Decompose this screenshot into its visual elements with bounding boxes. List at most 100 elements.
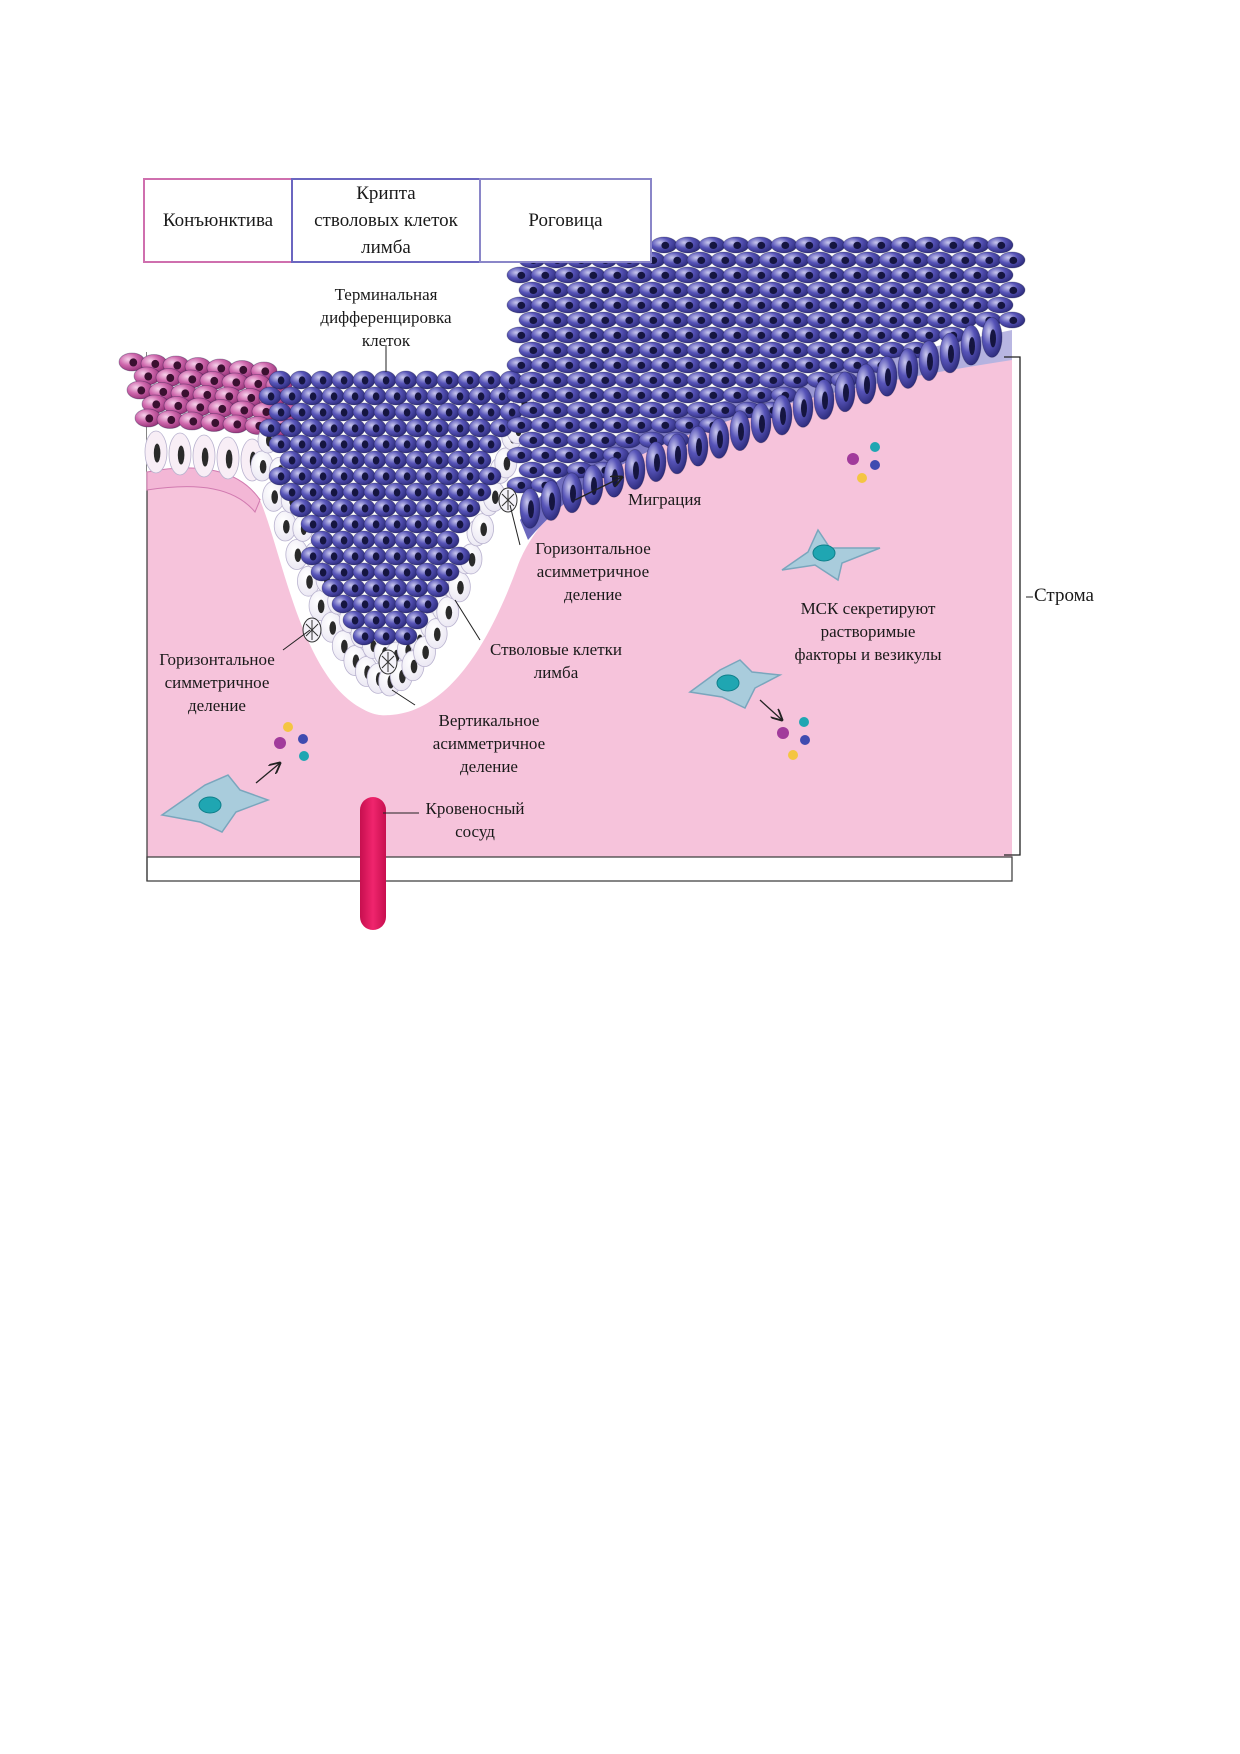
epithelial-cell xyxy=(602,356,630,374)
epithelial-cell xyxy=(878,251,906,269)
epithelial-cell xyxy=(578,326,606,344)
epithelial-cell xyxy=(384,450,408,470)
epithelial-cell xyxy=(962,266,990,284)
epithelial-cell xyxy=(566,281,594,299)
epithelial-cell xyxy=(300,418,324,438)
epithelial-cell xyxy=(394,402,418,422)
epithelial-cell xyxy=(457,402,481,422)
epithelial-cell xyxy=(289,466,313,486)
epithelial-cell xyxy=(806,281,834,299)
epithelial-cell xyxy=(384,578,408,598)
epithelial-cell xyxy=(289,402,313,422)
epithelial-cell xyxy=(300,514,324,534)
epithelial-cell xyxy=(698,386,726,404)
epithelial-cell xyxy=(471,513,494,545)
epithelial-cell xyxy=(285,539,309,570)
epithelial-cell xyxy=(806,311,834,329)
epithelial-cell xyxy=(489,386,513,406)
epithelial-cell xyxy=(554,446,582,464)
epithelial-cell xyxy=(698,356,726,374)
epithelial-cell xyxy=(602,266,630,284)
epithelial-cell xyxy=(363,514,387,534)
epithelial-cell xyxy=(626,296,654,314)
epithelial-cell xyxy=(540,480,562,521)
epithelial-cell xyxy=(310,402,334,422)
epithelial-cell xyxy=(300,482,324,502)
epithelial-cell xyxy=(818,296,846,314)
epithelial-cell xyxy=(818,266,846,284)
epithelial-cell xyxy=(687,425,709,467)
epithelial-cell xyxy=(518,461,546,479)
epithelial-cell xyxy=(650,296,678,314)
msc-cell-icon xyxy=(160,774,271,833)
epithelial-cell xyxy=(436,530,460,550)
epithelial-cell xyxy=(373,626,397,646)
epithelial-cell xyxy=(939,332,961,374)
epithelial-cell xyxy=(890,296,918,314)
epithelial-cell xyxy=(506,446,534,464)
vesicles-icon xyxy=(777,717,810,760)
epithelial-cell xyxy=(782,281,810,299)
epithelial-cell xyxy=(830,341,858,359)
epithelial-cell xyxy=(394,594,418,614)
epithelial-cell xyxy=(771,394,793,436)
epithelial-cell xyxy=(554,326,582,344)
epithelial-cell xyxy=(897,348,919,389)
epithelial-cell xyxy=(734,281,762,299)
epithelial-cell xyxy=(373,498,397,518)
leader-lines xyxy=(282,345,1033,814)
epithelial-cell xyxy=(686,371,714,389)
epithelial-cell xyxy=(650,386,678,404)
epithelial-cell xyxy=(626,356,654,374)
epithelial-cell xyxy=(542,431,570,449)
epithelial-cell xyxy=(506,386,534,404)
blood-vessel xyxy=(360,797,386,930)
epithelial-cell xyxy=(746,266,774,284)
epithelial-cell xyxy=(468,418,492,438)
epithelial-cell xyxy=(626,266,654,284)
epithelial-cell xyxy=(590,431,618,449)
epithelial-cell xyxy=(542,281,570,299)
epithelial-cell xyxy=(578,386,606,404)
epithelial-cell xyxy=(674,266,702,284)
header-conjunctiva: Конъюнктива xyxy=(143,178,293,263)
label-stroma: Строма xyxy=(1034,585,1094,606)
epithelial-cell xyxy=(310,434,334,454)
epithelial-cell xyxy=(830,311,858,329)
epithelial-cell xyxy=(394,370,418,390)
header-crypt: Крипта стволовых клеток лимба xyxy=(291,178,481,263)
epithelial-cell xyxy=(426,450,450,470)
epithelial-cell xyxy=(638,281,666,299)
epithelial-cell xyxy=(373,370,397,390)
epithelial-cell xyxy=(405,418,429,438)
epithelial-cell xyxy=(352,402,376,422)
epithelial-cell xyxy=(998,251,1026,269)
epithelial-cell xyxy=(926,311,954,329)
epithelial-cell xyxy=(729,410,751,452)
epithelial-cell xyxy=(938,236,966,254)
epithelial-cell xyxy=(782,311,810,329)
epithelial-cell xyxy=(566,341,594,359)
epithelial-cell xyxy=(710,281,738,299)
epithelial-cell xyxy=(590,401,618,419)
epithelial-cell xyxy=(722,356,750,374)
epithelial-cell xyxy=(415,594,439,614)
epithelial-cell xyxy=(645,441,667,483)
epithelial-cell xyxy=(855,363,877,405)
epithelial-cell xyxy=(436,596,460,628)
epithelial-cell xyxy=(331,594,355,614)
epithelial-cell xyxy=(331,466,355,486)
epithelial-cell xyxy=(770,356,798,374)
epithelial-cell xyxy=(405,450,429,470)
epithelial-cell xyxy=(854,281,882,299)
epithelial-cell xyxy=(310,466,334,486)
epithelial-cell xyxy=(578,416,606,434)
epithelial-cell xyxy=(530,446,558,464)
epithelial-cell xyxy=(363,418,387,438)
epithelial-cell xyxy=(363,450,387,470)
epithelial-cell xyxy=(134,408,162,428)
epithelial-cell xyxy=(698,266,726,284)
epithelial-cell xyxy=(384,482,408,502)
epithelial-cell xyxy=(566,401,594,419)
